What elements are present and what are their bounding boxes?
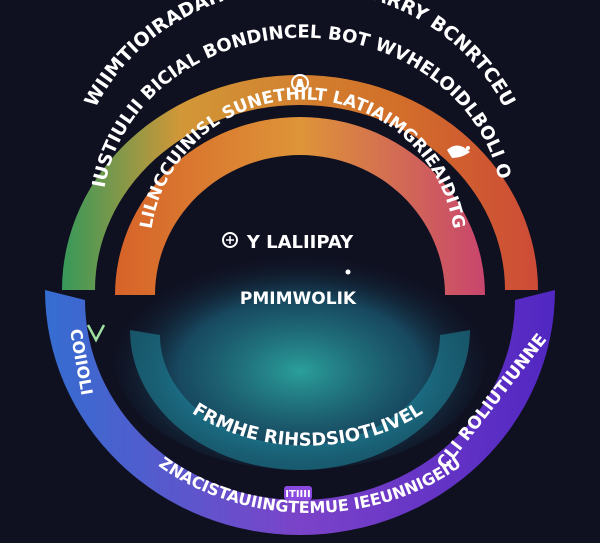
inner-arc-band <box>115 117 485 295</box>
center-dot <box>345 269 351 275</box>
bottom-label: ITIIII <box>285 489 310 500</box>
hands-icon <box>222 232 238 248</box>
center-title: Y LALIIPAY <box>246 232 354 253</box>
bottom-inner-band <box>130 330 470 470</box>
bird-icon <box>447 145 470 158</box>
center-subtitle: PMIMWOLIK <box>240 289 357 309</box>
v-arrow-icon <box>86 324 106 343</box>
outer-arc-band <box>62 75 538 290</box>
center-glow <box>115 250 485 470</box>
bottom-ring-band <box>45 290 555 535</box>
chess-piece-icon <box>291 74 309 92</box>
bottom-label-box <box>284 486 312 500</box>
